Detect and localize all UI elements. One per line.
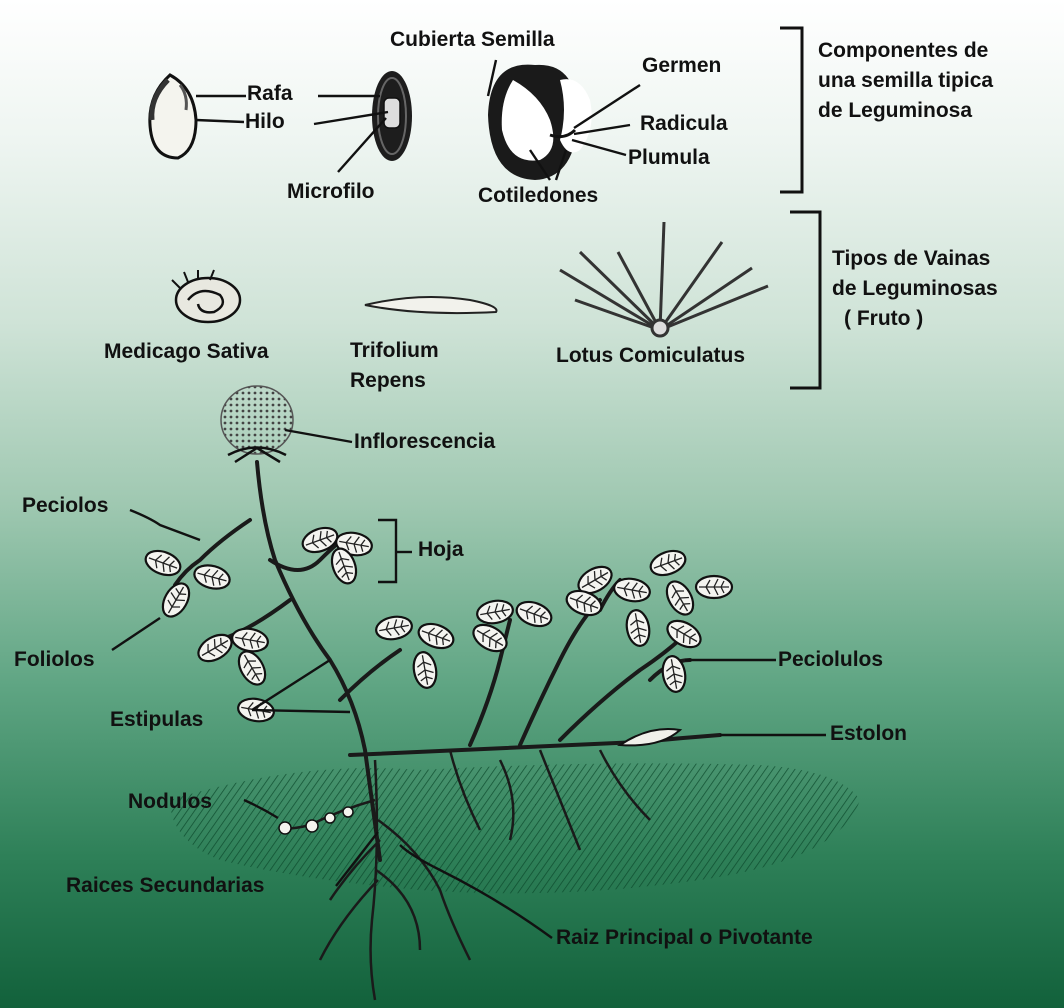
- label-estipulas: Estipulas: [110, 708, 203, 732]
- label-hilo: Hilo: [245, 110, 285, 134]
- label-rafa: Rafa: [247, 82, 293, 106]
- seed-group-title: Componentes de una semilla tipica de Leg…: [818, 36, 993, 126]
- pods-group-line-1: Tipos de Vainas: [832, 244, 998, 274]
- lotus-pods: [560, 222, 768, 336]
- label-lotus-comiculatus: Lotus Comiculatus: [556, 344, 745, 368]
- label-estolon: Estolon: [830, 722, 907, 746]
- pods-group-title: Tipos de Vainas de Leguminosas ( Fruto ): [832, 244, 998, 334]
- label-peciolulos: Peciolulos: [778, 648, 883, 672]
- label-foliolos: Foliolos: [14, 648, 95, 672]
- label-inflorescencia: Inflorescencia: [354, 430, 495, 454]
- seed-group-bracket: [780, 28, 802, 192]
- label-trifolium-line-1: Trifolium: [350, 336, 439, 366]
- seed-hilum-view: [372, 71, 412, 161]
- label-nodulos: Nodulos: [128, 790, 212, 814]
- label-microfilo: Microfilo: [287, 180, 375, 204]
- pods-group-bracket: [790, 212, 820, 388]
- trifolium-pod: [365, 297, 496, 313]
- label-cubierta-semilla: Cubierta Semilla: [390, 28, 555, 52]
- seed-group-line-3: de Leguminosa: [818, 96, 993, 126]
- label-raices-secundarias: Raices Secundarias: [66, 874, 264, 898]
- label-trifolium-repens: Trifolium Repens: [350, 336, 439, 396]
- label-raiz-principal: Raiz Principal o Pivotante: [556, 926, 813, 950]
- inflorescence: [221, 386, 293, 462]
- seed-side-view: [150, 75, 196, 158]
- pods-group-line-2: de Leguminosas: [832, 274, 998, 304]
- label-trifolium-line-2: Repens: [350, 366, 439, 396]
- label-medicago-sativa: Medicago Sativa: [104, 340, 269, 364]
- label-germen: Germen: [642, 54, 721, 78]
- label-peciolos: Peciolos: [22, 494, 108, 518]
- seed-group-line-1: Componentes de: [818, 36, 993, 66]
- label-cotiledones: Cotiledones: [478, 184, 598, 208]
- medicago-pod: [172, 270, 240, 322]
- stolon-tip: [620, 729, 680, 745]
- label-plumula: Plumula: [628, 146, 710, 170]
- seed-group-line-2: una semilla tipica: [818, 66, 993, 96]
- pods-group-line-3: ( Fruto ): [832, 304, 998, 334]
- label-radicula: Radicula: [640, 112, 728, 136]
- soil-shading: [170, 763, 860, 893]
- label-hoja: Hoja: [418, 538, 464, 562]
